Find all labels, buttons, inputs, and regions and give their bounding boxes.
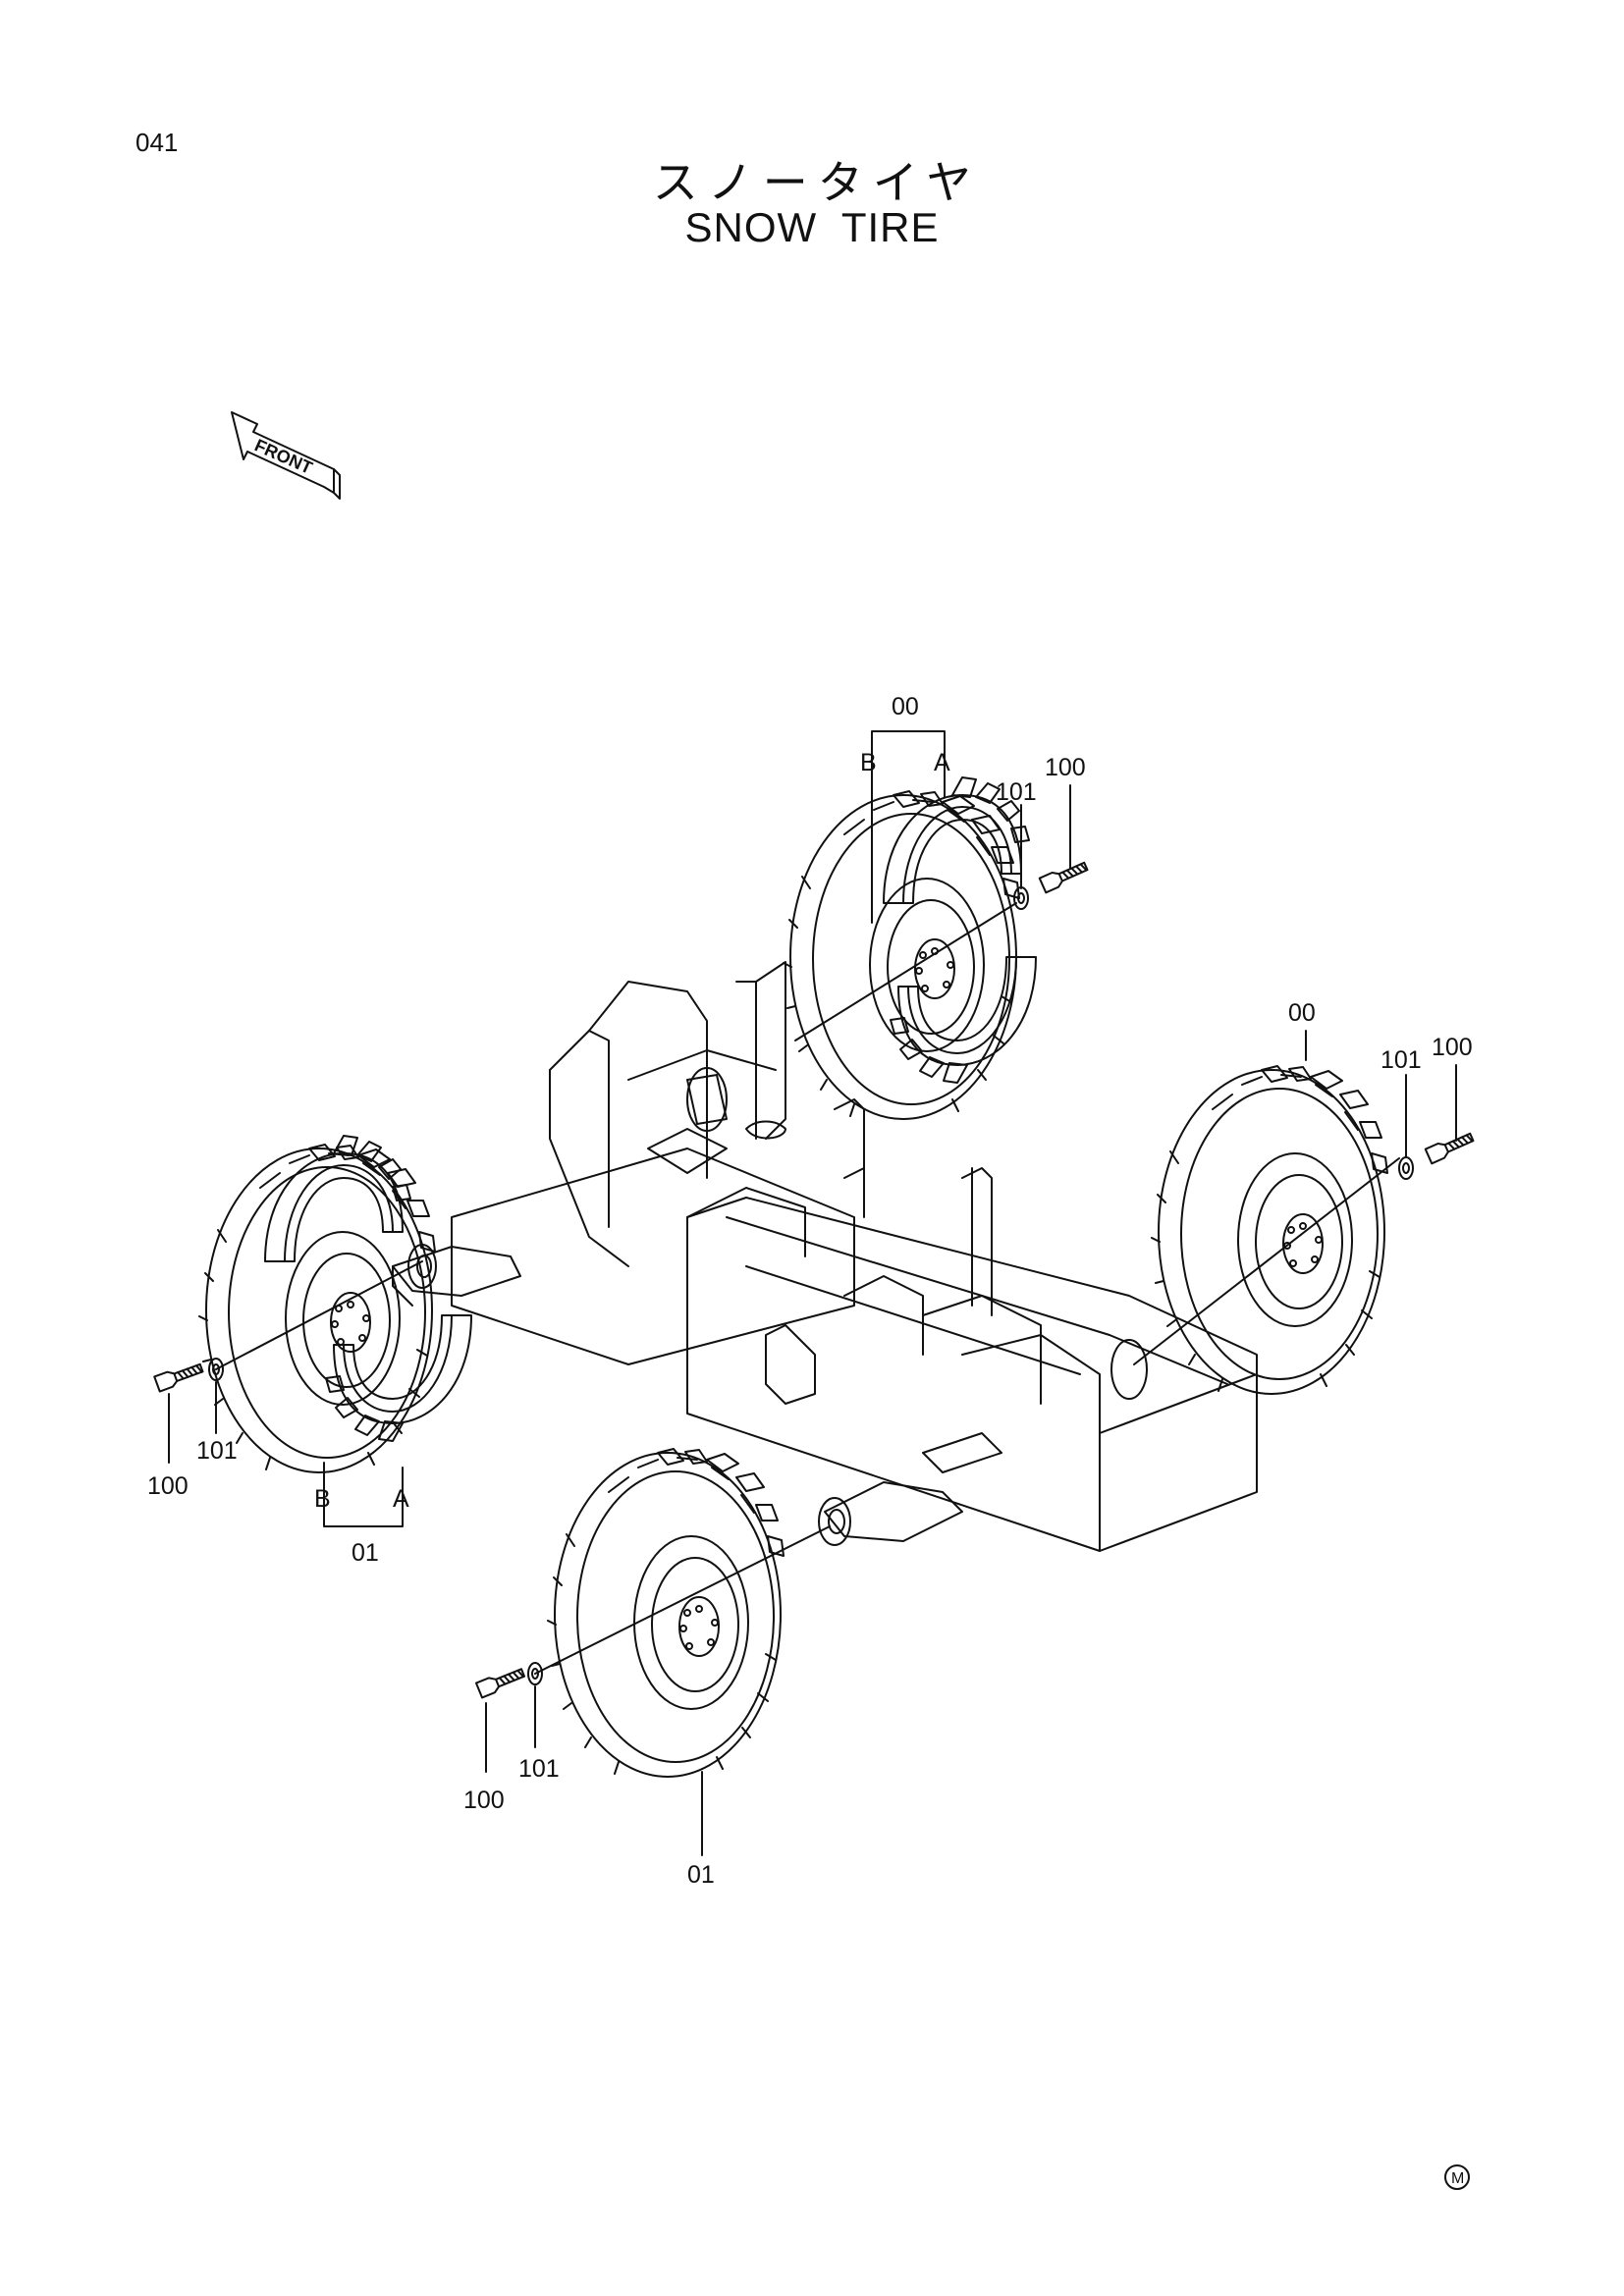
callout-rear-right-bolt: 100 [1432,1034,1473,1061]
page-number: 041 [135,128,179,157]
title-japanese: スノータイヤ [652,157,982,208]
title-word-snow: SNOW [684,204,818,250]
callout-rear-right-assembly: 00 [1288,999,1316,1027]
front-right-wheel [783,730,1091,1120]
corner-mark-letter: M [1451,2170,1464,2187]
callout-rear-left-washer: 101 [518,1755,560,1783]
callout-rear-left-assembly: 01 [687,1861,715,1889]
callout-rear-left-bolt: 100 [463,1787,505,1814]
callout-front-left-half-a: A [393,1485,409,1513]
callout-rear-right-washer: 101 [1380,1046,1422,1074]
corner-mark: M [1444,2164,1470,2190]
title-word-tire: TIRE [840,204,940,250]
callout-front-right-half-b: B [860,749,877,776]
machine-frame [392,961,1258,1552]
callout-front-left-half-b: B [314,1485,331,1513]
rear-right-wheel [1133,1030,1477,1395]
callout-front-left-washer: 101 [196,1437,238,1465]
front-arrow-label: FRONT [251,435,315,477]
front-direction-arrow: FRONT [231,411,341,500]
callout-front-right-assembly: 00 [892,693,919,721]
callout-front-right-washer: 101 [996,778,1037,806]
callout-front-left-assembly: 01 [352,1539,379,1567]
callout-front-left-bolt: 100 [147,1472,189,1500]
title-english: SNOW TIRE [0,204,1624,251]
rear-left-wheel [475,1448,831,1856]
callout-front-right-half-a: A [934,749,950,776]
front-left-wheel [153,1135,472,1527]
callout-front-right-bolt: 100 [1045,754,1086,781]
